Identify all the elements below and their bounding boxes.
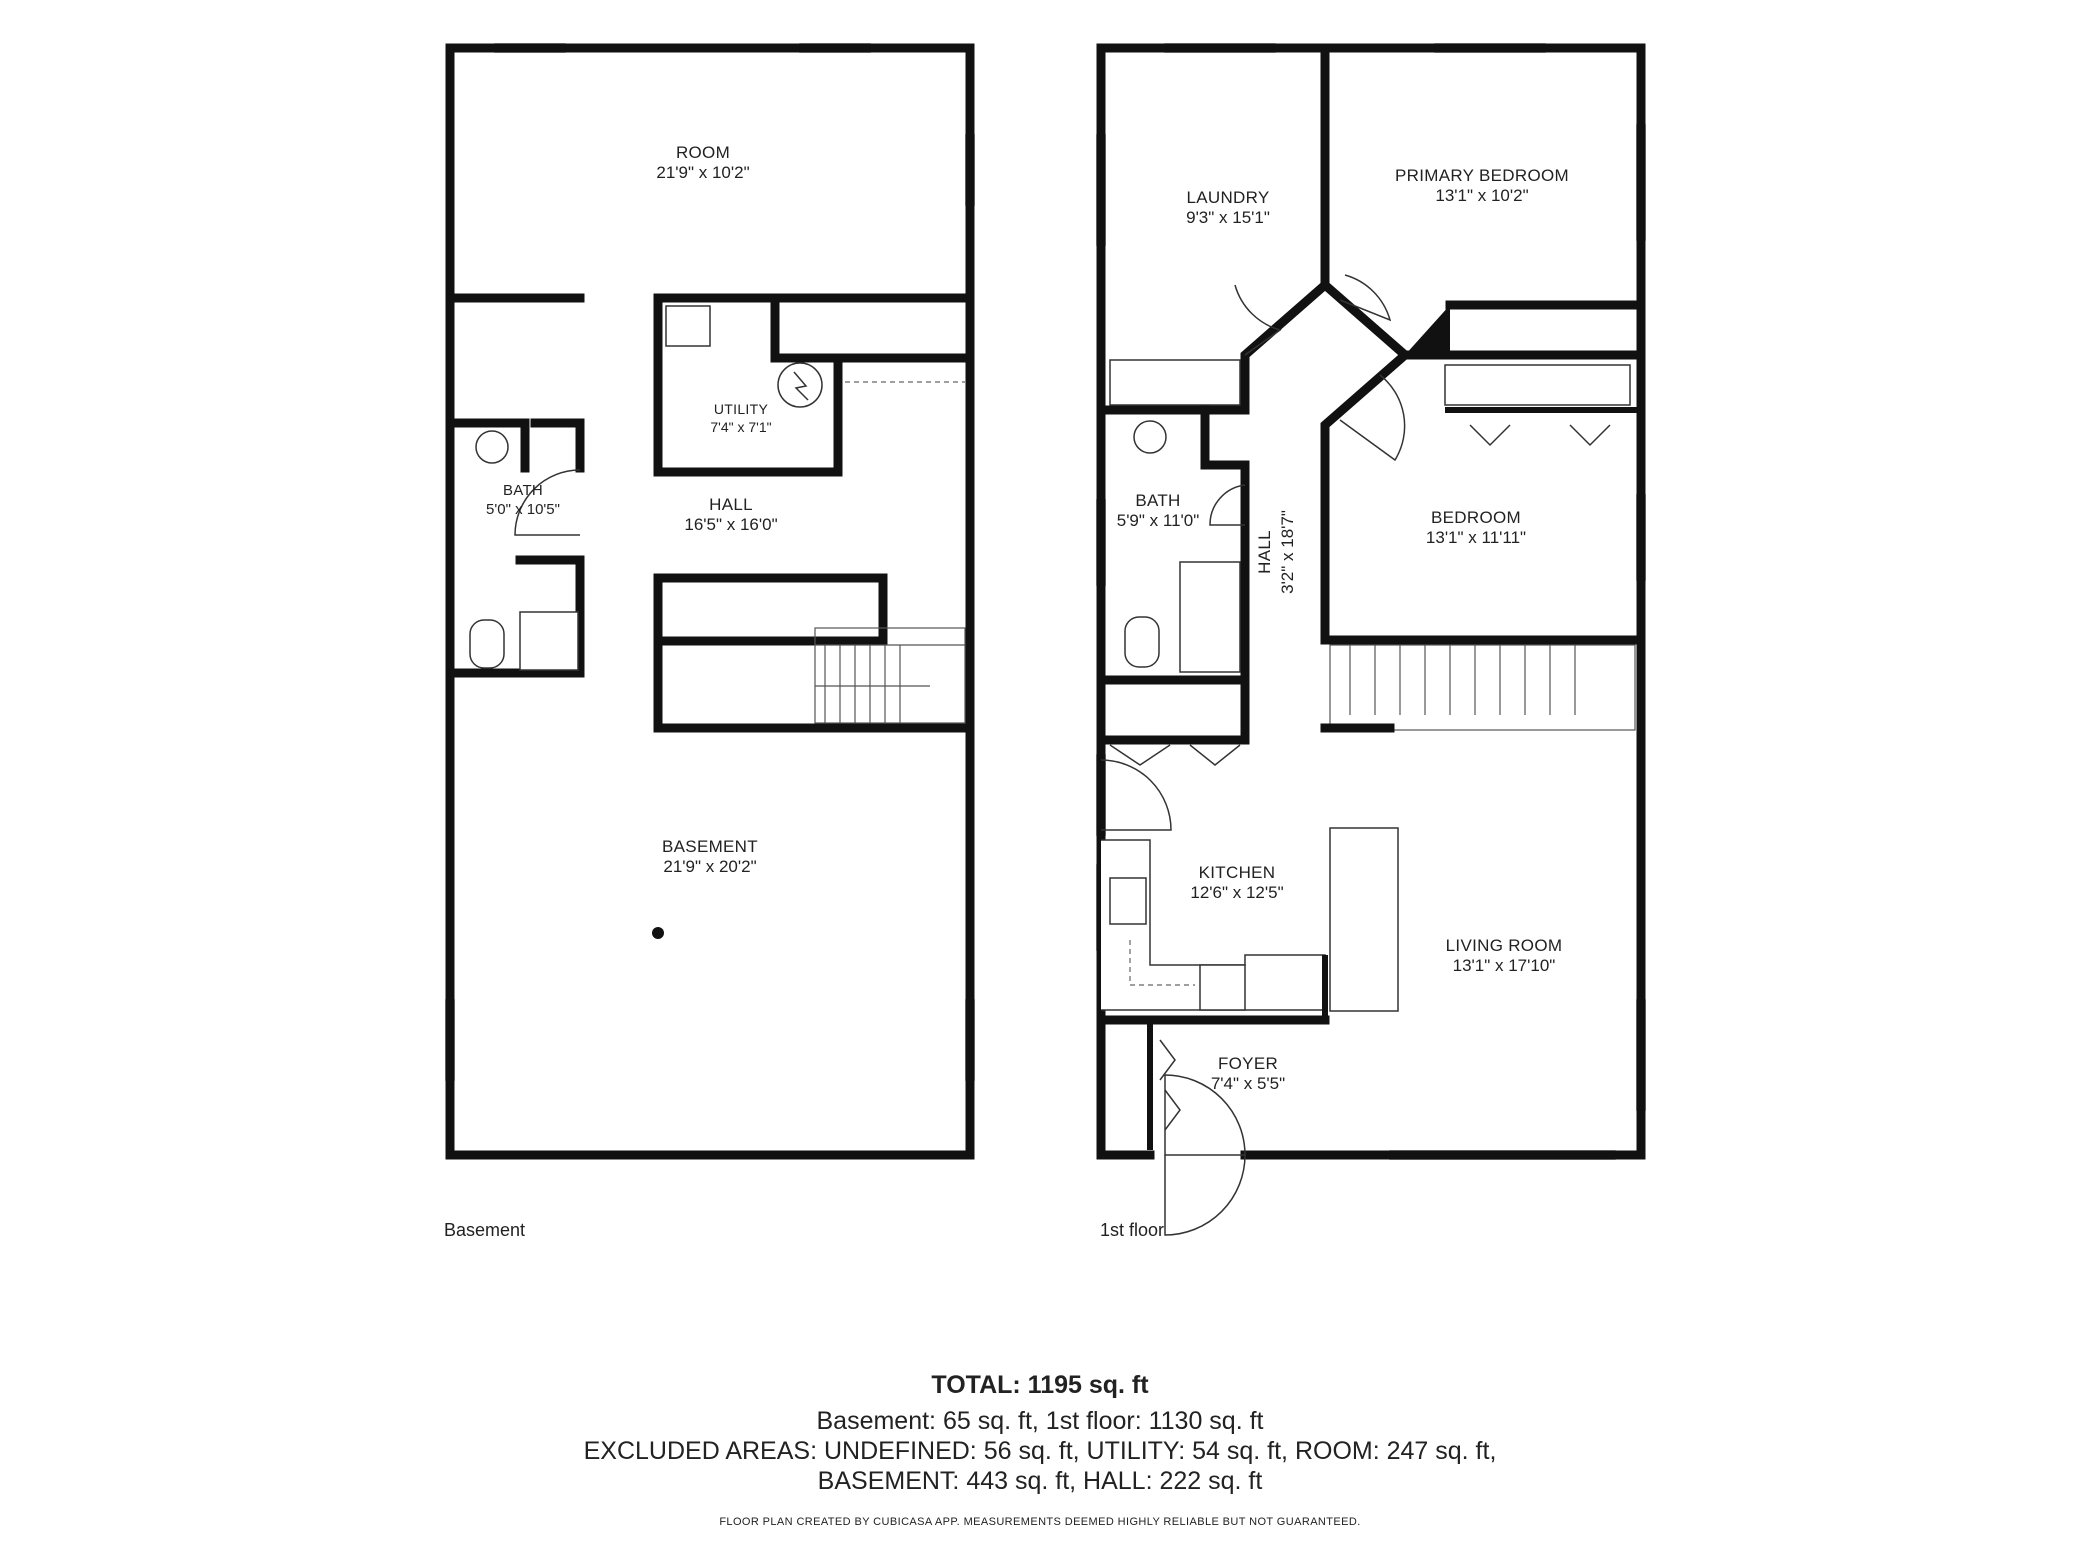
kitchen-name: KITCHEN [1199,863,1276,882]
bath-wall [1200,405,1250,745]
utility-wall [770,293,843,363]
utility-dims: 7'4" x 7'1" [710,419,771,435]
floor-label: 1st floor [1100,1220,1164,1240]
stove-icon [1199,964,1246,1011]
kitchen-sink [1109,877,1147,925]
primary-bedroom-name: PRIMARY BEDROOM [1395,166,1569,185]
bath-name: BATH [503,482,543,499]
hall-name: HALL [709,495,753,514]
front-door [1164,1074,1246,1156]
excluded-areas-cont: BASEMENT: 443 sq. ft, HALL: 222 sq. ft [817,1467,1263,1495]
pantry-doors [1109,744,1241,766]
disclaimer: FLOOR PLAN CREATED BY CUBICASA APP. MEAS… [719,1516,1361,1528]
room-dims: 21'9" x 10'2" [656,163,749,182]
bedroom-wall [1318,278,1412,645]
excluded-areas: EXCLUDED AREAS: UNDEFINED: 56 sq. ft, UT… [583,1437,1497,1465]
basement-outer-wall [445,43,975,1160]
hall-dims: 3'2" x 18'7" [1278,510,1297,594]
living-room-dims: 13'1" x 17'10" [1453,956,1556,975]
total-area: TOTAL: 1195 sq. ft [931,1371,1149,1399]
toilet-icon [1124,616,1160,668]
foyer-dims: 7'4" x 5'5" [1211,1074,1285,1093]
utility-name: UTILITY [714,401,769,417]
room-name: ROOM [676,143,730,162]
hall-dims: 16'5" x 16'0" [684,515,777,534]
floor-areas: Basement: 65 sq. ft, 1st floor: 1130 sq.… [816,1407,1264,1435]
support-post [652,927,664,939]
lightning-icon [793,371,809,401]
stairs [814,627,966,724]
basement-floor-plan: ROOM 21'9" x 10'2" UTILITY 7'4" x 7'1" B… [444,43,975,1240]
kitchen-door [1100,759,1172,831]
primary-bedroom-dims: 13'1" x 10'2" [1435,186,1528,205]
shower-icon [1179,561,1241,673]
bedroom-dims: 13'1" x 11'11" [1426,528,1526,547]
electrical-panel-icon [777,362,823,408]
first-floor-plan: LAUNDRY 9'3" x 15'1" PRIMARY BEDROOM 13'… [1096,43,1646,1240]
bath-wall [530,418,585,473]
bath-name: BATH [1135,491,1180,510]
bath-dims: 5'0" x 10'5" [486,501,560,518]
first-floor-outer-wall [1096,43,1646,1160]
closet-doors [1159,1039,1181,1131]
hall-block-wall [653,573,888,646]
bath-dims: 5'9" x 11'0" [1117,511,1200,530]
bath-wall [445,555,585,678]
water-heater [665,305,711,347]
bedroom-name: BEDROOM [1431,508,1521,527]
kitchen-island [1329,827,1399,1012]
laundry-wall [1240,43,1330,415]
hall-name: HALL [1255,530,1274,574]
primary-door [1339,274,1392,322]
bath-door [1209,484,1246,526]
utility-wall [653,293,975,477]
bath-door [514,469,581,536]
sink-icon [475,430,509,464]
living-room-name: LIVING ROOM [1446,936,1563,955]
closet-doors [1469,424,1611,447]
closet [1444,364,1631,406]
laundry-machines [1109,359,1241,406]
foyer-name: FOYER [1218,1054,1278,1073]
bath-wall [445,418,530,473]
basement-room-dims: 21'9" x 20'2" [663,857,756,876]
shower-icon [519,611,579,671]
laundry-door [1234,284,1282,356]
sink-icon [1133,420,1167,454]
wall-corner [1405,305,1450,355]
kitchen-dims: 12'6" x 12'5" [1190,883,1283,902]
stair-wall [653,636,975,733]
bedroom-door [1339,374,1406,462]
stairs [1329,644,1636,731]
basement-room-name: BASEMENT [662,837,758,856]
laundry-dims: 9'3" x 15'1" [1186,208,1270,227]
pantry-wall [1096,675,1250,745]
toilet-icon [469,619,505,669]
front-door-swing [1164,1154,1246,1236]
floor-label: Basement [444,1220,525,1240]
laundry-name: LAUNDRY [1186,188,1269,207]
